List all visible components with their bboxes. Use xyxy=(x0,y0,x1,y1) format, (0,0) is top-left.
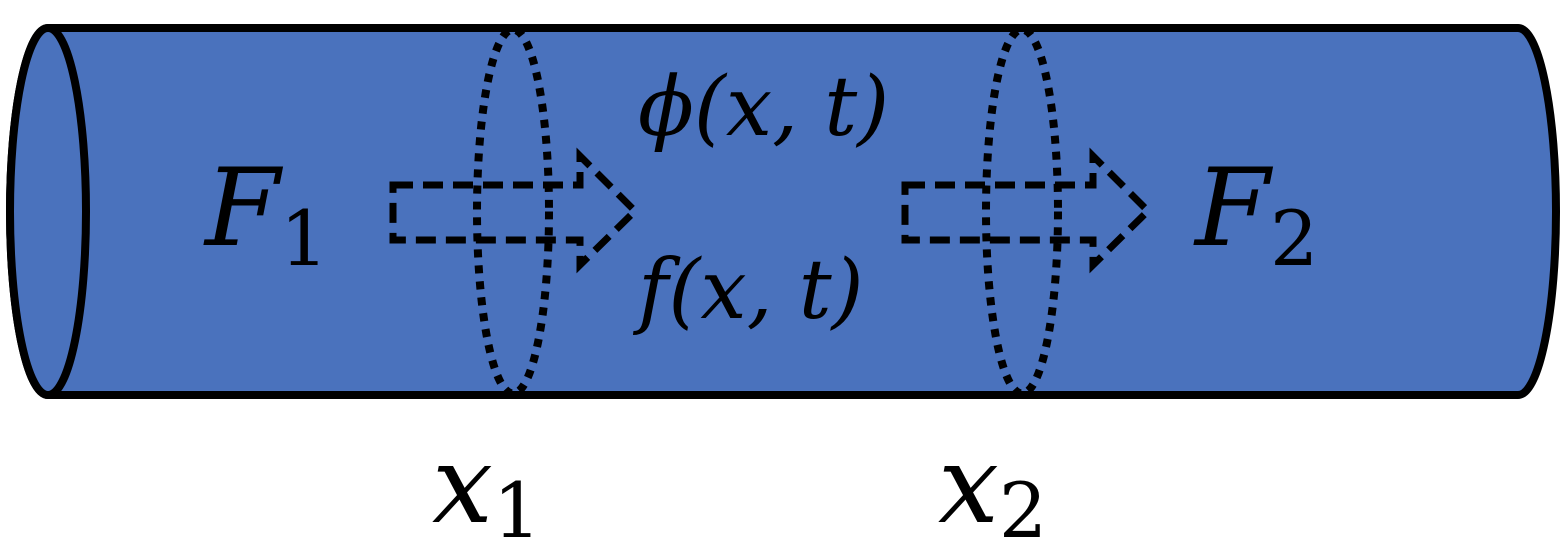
position-1-symbol: x xyxy=(432,423,493,548)
position-1-subscript: 1 xyxy=(493,466,541,551)
density-label: ϕ(x, t) xyxy=(638,60,889,155)
source-label: f(x, t) xyxy=(632,243,864,338)
flux-out-label: F2 xyxy=(1193,146,1318,283)
flux-out-symbol: F xyxy=(1193,146,1274,271)
position-2-symbol: x xyxy=(938,423,999,548)
flux-in-label: F1 xyxy=(203,146,328,283)
position-1-label: x1 xyxy=(432,423,541,551)
flux-arrow-1 xyxy=(389,147,640,274)
tube-left-opening xyxy=(6,24,90,399)
flux-in-symbol: F xyxy=(203,146,284,271)
position-2-subscript: 2 xyxy=(999,466,1047,551)
cross-section-x1 xyxy=(473,25,553,398)
cross-section-x2 xyxy=(982,25,1062,398)
flux-out-subscript: 2 xyxy=(1270,194,1318,283)
flux-arrow-2 xyxy=(901,147,1153,274)
flux-in-subscript: 1 xyxy=(280,194,328,283)
position-2-label: x2 xyxy=(938,423,1047,551)
